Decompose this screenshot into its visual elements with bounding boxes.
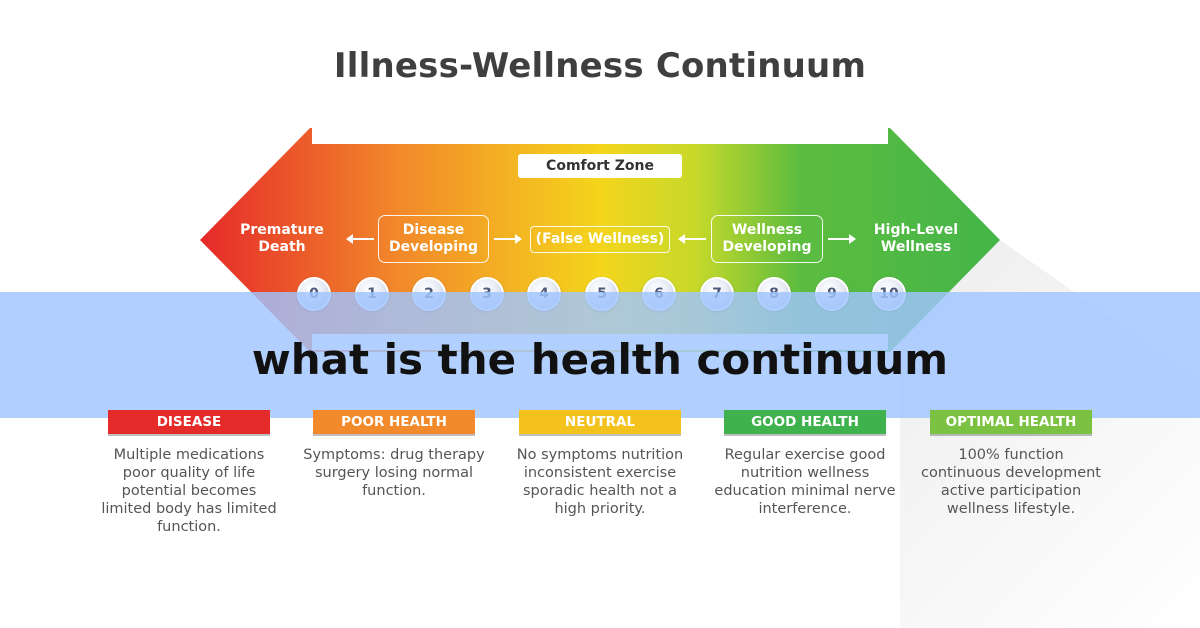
false-wellness-label: (False Wellness) <box>530 226 670 253</box>
category-optimal-health-header: OPTIMAL HEALTH <box>930 410 1092 434</box>
category-good-health-header: GOOD HEALTH <box>724 410 886 434</box>
category-disease-header: DISEASE <box>108 410 270 434</box>
category-neutral-header: NEUTRAL <box>519 410 681 434</box>
disease-developing-label: Disease Developing <box>378 215 489 263</box>
category-good-health-description: Regular exercise good nutrition wellness… <box>714 447 896 517</box>
arrow-left-2 <box>678 234 706 244</box>
category-neutral-description: No symptoms nutrition inconsistent exerc… <box>516 447 684 517</box>
wellness-developing-label: Wellness Developing <box>711 215 823 263</box>
category-poor-health-description: Symptoms: drug therapy surgery losing no… <box>303 447 485 499</box>
page-title: Illness-Wellness Continuum <box>333 46 867 86</box>
caption-banner <box>0 292 1200 418</box>
comfort-zone-label: Comfort Zone <box>518 154 682 178</box>
category-optimal-health-description: 100% function continuous development act… <box>920 447 1101 517</box>
arrow-right-1 <box>494 234 522 244</box>
top-bracket <box>312 128 888 144</box>
category-poor-health-header: POOR HEALTH <box>313 410 475 434</box>
arrow-right-2 <box>828 234 856 244</box>
category-disease-description: Multiple medications poor quality of lif… <box>101 447 277 535</box>
premature-death-label: Premature Death <box>240 222 324 255</box>
high-level-wellness-label: High-Level Wellness <box>873 222 959 255</box>
arrow-left-1 <box>346 234 374 244</box>
caption-banner-text: what is the health continuum <box>251 335 949 384</box>
